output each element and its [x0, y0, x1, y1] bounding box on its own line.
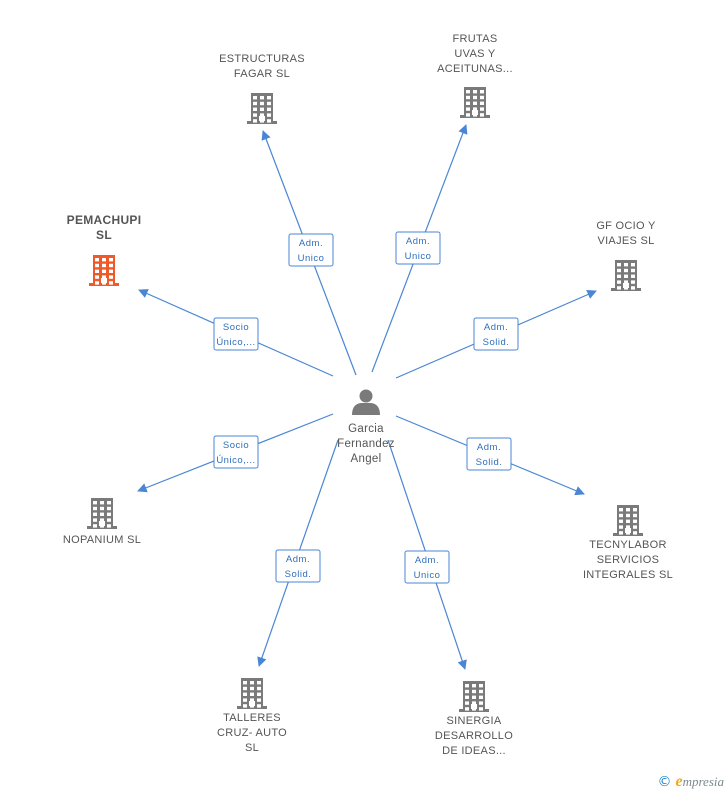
building-icon — [247, 93, 277, 124]
building-icon — [460, 87, 490, 118]
brand-footer: ©empresia — [657, 773, 724, 791]
copyright-symbol: © — [657, 774, 672, 790]
company-node-estructuras[interactable]: ESTRUCTURAS FAGAR SL — [219, 53, 305, 124]
edge-label-pemachupi: SocioÚnico,... — [213, 317, 259, 351]
company-name: UVAS Y — [454, 48, 495, 60]
building-icon — [611, 260, 641, 291]
building-icon — [613, 505, 643, 536]
relation-text: Adm. — [406, 236, 430, 247]
relation-text: Solid. — [476, 457, 503, 468]
relation-text: Adm. — [415, 555, 439, 566]
relation-text: Solid. — [285, 569, 312, 580]
company-name: DESARROLLO — [435, 730, 513, 742]
company-name: TALLERES — [223, 712, 281, 724]
edge-label-box — [213, 317, 259, 351]
company-node-nopanium[interactable]: NOPANIUM SL — [63, 498, 141, 546]
relation-text: Adm. — [477, 442, 501, 453]
edge-labels-layer: Adm.UnicoAdm.UnicoAdm.Solid.SocioÚnico,.… — [213, 231, 519, 584]
person-name: Fernandez — [337, 438, 395, 450]
company-name: GF OCIO Y — [596, 220, 656, 232]
building-icon — [237, 678, 267, 709]
edge-label-frutas: Adm. Unico — [395, 231, 441, 265]
person-name: Garcia — [348, 423, 384, 435]
edge-label-tecnylabor: Adm. Solid. — [466, 437, 512, 471]
company-name: PEMACHUPI — [67, 213, 142, 227]
edge-label-box — [473, 317, 519, 351]
relation-text: Unico — [298, 253, 325, 264]
edge-label-box — [288, 233, 334, 267]
relation-text: Adm. — [299, 238, 323, 249]
company-name: TECNYLABOR — [589, 539, 667, 551]
relation-text: Socio — [223, 322, 249, 333]
company-name: SINERGIA — [447, 715, 502, 727]
relation-text: Socio — [223, 440, 249, 451]
relation-text: Unico — [405, 251, 432, 262]
company-name: FAGAR SL — [234, 68, 290, 80]
edge-label-talleres: Adm. Solid. — [275, 549, 321, 583]
relation-text: Unico — [414, 570, 441, 581]
building-icon — [459, 681, 489, 712]
company-name: DE IDEAS... — [442, 745, 506, 757]
relation-text: Único,... — [216, 455, 255, 466]
edge-label-box — [213, 435, 259, 469]
nodes-layer: ESTRUCTURAS FAGAR SL FRUTAS UVAS Y ACEITUNAS… — [63, 33, 673, 757]
edge-label-nopanium: SocioÚnico,... — [213, 435, 259, 469]
company-name: ACEITUNAS... — [437, 63, 513, 75]
company-name: NOPANIUM SL — [63, 534, 141, 546]
edge-label-box — [275, 549, 321, 583]
brand-logo-initial: e — [675, 773, 683, 790]
company-node-frutas[interactable]: FRUTAS UVAS Y ACEITUNAS... — [437, 33, 513, 118]
company-name: CRUZ- AUTO — [217, 727, 287, 739]
company-node-gfocio[interactable]: GF OCIO Y VIAJES SL — [596, 220, 656, 291]
edge-label-box — [466, 437, 512, 471]
company-name: SL — [245, 742, 259, 754]
building-icon — [87, 498, 117, 529]
person-name: Angel — [351, 453, 382, 465]
building-icon — [89, 255, 119, 286]
company-name: FRUTAS — [453, 33, 498, 45]
edge-label-box — [395, 231, 441, 265]
edge-label-gfocio: Adm. Solid. — [473, 317, 519, 351]
company-name: SERVICIOS — [597, 554, 659, 566]
relation-text: Único,... — [216, 337, 255, 348]
relation-text: Solid. — [483, 337, 510, 348]
company-node-sinergia[interactable]: SINERGIA DESARROLLO DE IDEAS... — [435, 681, 513, 757]
company-name: VIAJES SL — [597, 235, 654, 247]
company-name: INTEGRALES SL — [583, 569, 673, 581]
relation-text: Adm. — [484, 322, 508, 333]
edge-label-sinergia: Adm. Unico — [404, 550, 450, 584]
company-node-talleres[interactable]: TALLERES CRUZ- AUTO SL — [217, 678, 287, 754]
relation-text: Adm. — [286, 554, 310, 565]
company-name: SL — [96, 228, 112, 242]
company-node-tecnylabor[interactable]: TECNYLABOR SERVICIOS INTEGRALES SL — [583, 505, 673, 581]
edge-label-estructuras: Adm. Unico — [288, 233, 334, 267]
brand-logo-text: mpresia — [682, 774, 724, 789]
edge-label-box — [404, 550, 450, 584]
person-icon — [352, 389, 380, 415]
company-name: ESTRUCTURAS — [219, 53, 305, 65]
